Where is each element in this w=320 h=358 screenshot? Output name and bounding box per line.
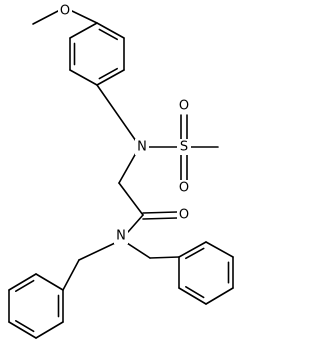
sulfonamide-nitrogen-label: N [137, 140, 147, 155]
ring-nitrogen-bond [96, 84, 137, 142]
nitrogen-methylene-bond [118, 152, 137, 184]
carbonyl-double-bond [142, 211, 178, 214]
amide-nitrogen-atom: N [114, 228, 128, 244]
sulfonyl-oxygen-top-label: O [179, 99, 189, 114]
methoxy-oxygen-ring-bond [71, 10, 98, 24]
methylene-carbonyl-bond [118, 182, 144, 216]
sulfonyl-oxygen-bottom-label: O [179, 181, 189, 196]
anisyl-ring-bond [69, 22, 98, 39]
anisyl-ring-bond [96, 22, 125, 39]
benzyl-left-ring-bond [8, 321, 37, 339]
sulfur-atom: S [177, 139, 191, 155]
benzyl-right-ring-bond [149, 256, 180, 259]
anisyl-ring-bond [69, 69, 98, 86]
amide-benzyl-left-bond [78, 242, 116, 261]
benzyl-left-ring-bond [62, 259, 80, 291]
sulfonyl-oxygen-bottom-atom: O [177, 180, 191, 196]
benzyl-right-ring-bond [205, 241, 234, 258]
benzyl-left-ring-inner-double-bond [14, 279, 35, 293]
anisyl-ring-bond [96, 69, 125, 86]
benzyl-right-ring-bond [178, 287, 207, 305]
methoxy-methyl-bond [32, 10, 59, 25]
benzyl-right-ring-bond [178, 241, 207, 258]
benzyl-left-ring-bond [35, 321, 64, 339]
benzyl-right-ring-inner-double-bond [185, 286, 205, 299]
sulfonamide-nitrogen-atom: N [135, 139, 149, 155]
amide-nitrogen-label: N [116, 229, 126, 244]
benzyl-right-ring-inner-double-bond [185, 247, 205, 260]
benzyl-left-ring-inner-double-bond [14, 319, 35, 333]
molecule-structure-diagram: O N S O O O N [8, 3, 234, 339]
amide-benzyl-right-bond [126, 242, 151, 259]
carbonyl-oxygen-label: O [179, 208, 189, 223]
carbonyl-oxygen-atom: O [177, 207, 191, 223]
sulfonyl-oxygen-top-atom: O [177, 98, 191, 114]
methoxy-oxygen-atom: O [58, 3, 72, 19]
sulfur-label: S [180, 140, 188, 155]
atom-label-layer: O N S O O O N [58, 3, 191, 244]
benzyl-left-ring-bond [35, 273, 64, 291]
anisyl-ring-inner-double-bond [98, 28, 118, 41]
benzyl-right-ring-bond [205, 287, 234, 305]
benzyl-left-ring-bond [8, 273, 37, 291]
methoxy-oxygen-label: O [60, 4, 70, 19]
anisyl-ring-inner-double-bond [98, 67, 118, 80]
carbonyl-amide-bond [127, 214, 144, 233]
carbonyl-double-bond [142, 217, 178, 220]
bond-layer [8, 10, 234, 339]
